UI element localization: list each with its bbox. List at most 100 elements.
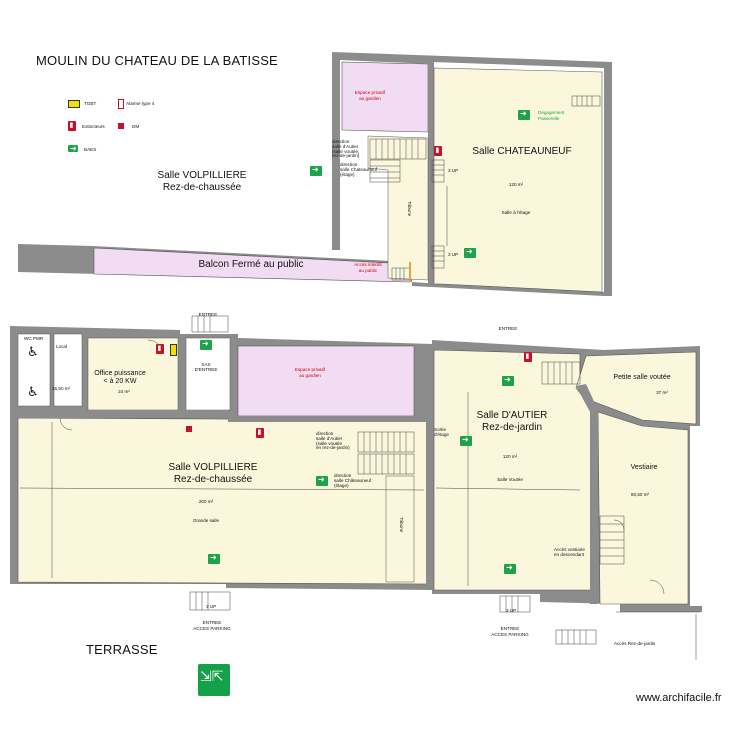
exit-sign-bottom-1 [208,553,220,564]
legend-extincteurs: Extincteurs [82,124,105,129]
exit-sign-autier-3 [504,563,516,574]
lower-inner-wall-a [18,410,228,418]
upper-stairs [369,95,601,281]
grande-salle: Grande salle [192,518,220,523]
chateauneuf-floor [433,67,603,293]
upper-tribune: Tribune [407,200,413,217]
autier-area: 120 m² [502,454,518,459]
extinguisher-icon [68,121,76,131]
assembly-point-icon [198,664,230,696]
page-title: MOULIN DU CHATEAU DE LA BATISSE [36,53,278,68]
wc-room [17,333,51,407]
lower-stairs [189,315,625,645]
acces-interdit-2: au public [358,268,378,273]
autier-label-1: Salle D'AUTIER [476,410,548,421]
exit-sign-upper-2 [310,165,322,176]
entree-bottom-1-line1: ENTREE [202,620,222,625]
sas-floor [185,337,231,411]
legend-dm: DM [132,124,140,129]
petite-salle-area: 37 m² [656,390,668,395]
legend-baes: BAES [84,147,97,152]
lower-3up-2: 3 UP [506,608,517,613]
diag-wall [576,384,598,604]
upper-floor-label-1: Salle VOLPILLIERE [157,170,247,181]
wc-area: 15,50 m² [52,386,71,391]
lower-inner-wall-c [426,344,434,590]
chateauneuf-area: 120 m² [508,182,524,187]
sas-label-2: D'ENTREE [194,367,218,372]
exit-sign-volpilliere [316,475,328,486]
extinguisher-volpilliere [256,428,264,438]
vestiaire-floor [597,411,689,605]
upper-3up-1: 3 UP [448,168,459,173]
vestiaire-label: Vestiaire [630,464,658,471]
legend-tgbt: TGBT [84,101,97,106]
volpilliere-area: 200 m² [198,499,214,504]
entree-top-1: ENTREE [198,312,218,317]
exit-sign-autier-2 [502,375,514,386]
wc-pmr-label: WC PMR [24,336,44,341]
lower-private-label-1: Espace privatif [294,367,326,372]
acces-interdit-1: Accès interdit [354,262,382,267]
entree-bottom-1-line2: ACCES PARKING [193,626,231,631]
office-label-2: < à 20 KW [103,378,137,385]
exit-sign-upper-1 [518,109,530,120]
entree-bottom-2-line2: ACCES PARKING [491,632,529,637]
extinguisher-office [156,344,164,354]
tribune-strip [385,475,415,583]
wheelchair-icon-1: ♿ [27,345,39,360]
lower-3up-1: 3 UP [206,604,217,609]
alarm-icon [118,99,124,109]
petite-salle-label: Petite salle voutée [613,374,671,381]
vestiaire-area: 60,50 m² [630,492,650,497]
volpilliere-floor [17,417,431,585]
upper-private-label-2: au gardien [359,96,381,101]
lower-floor [10,315,702,660]
upper-private-label-1: Espace privatif [354,90,386,95]
upper-stair-area [367,135,429,281]
autier-label-2: Rez-de-jardin [481,422,543,433]
exit-sign-sas [200,339,212,350]
entree-bottom-2-line1: ENTREE [500,626,520,631]
acces-rdj: Accès Rez-de-jardin [614,641,656,646]
upper-floor [18,52,612,296]
baes-icon [68,144,78,153]
local-label: Local [56,344,67,349]
terrasse-label: TERRASSE [86,642,158,657]
petite-salle-floor [575,351,697,425]
watermark: www.archifacile.fr [636,692,722,704]
degagement-1: Dégagement [538,110,565,115]
office-area: 24 m² [118,389,130,394]
entree-top-2: ENTREE [498,326,518,331]
extinguisher-upper [434,146,442,156]
upper-floor-label-2: Rez-de-chaussée [162,182,242,193]
wheelchair-icon-2: ♿ [27,385,39,400]
lower-dim-lines [19,392,700,660]
upper-private-space [341,61,429,133]
dm-icon [118,123,124,129]
office-label-1: Office puissance [94,370,146,377]
tgbt-office [170,344,177,356]
sas-label: SAS [201,362,211,367]
degagement-2: Passerelle [538,116,560,121]
exit-sign-upper-3 [464,247,476,258]
salle-voutee: Salle Voutée [497,477,523,482]
upper-3up-2: 3 UP [448,252,459,257]
volpilliere-label-1: Salle VOLPILLIERE [168,462,258,473]
tgbt-icon [68,100,80,108]
legend-alarme: Alarme type 4 [126,101,155,106]
dm-volpilliere [186,426,192,432]
chateauneuf-label: Salle CHATEAUNEUF [472,146,572,157]
lower-tribune: Tribune [399,516,405,533]
upper-inner-wall [428,62,434,284]
chateauneuf-sublabel: Salle à l'étage [501,210,531,215]
extinguisher-autier [524,352,532,362]
lower-inner-wall-b [228,416,430,422]
local-room [53,333,83,407]
